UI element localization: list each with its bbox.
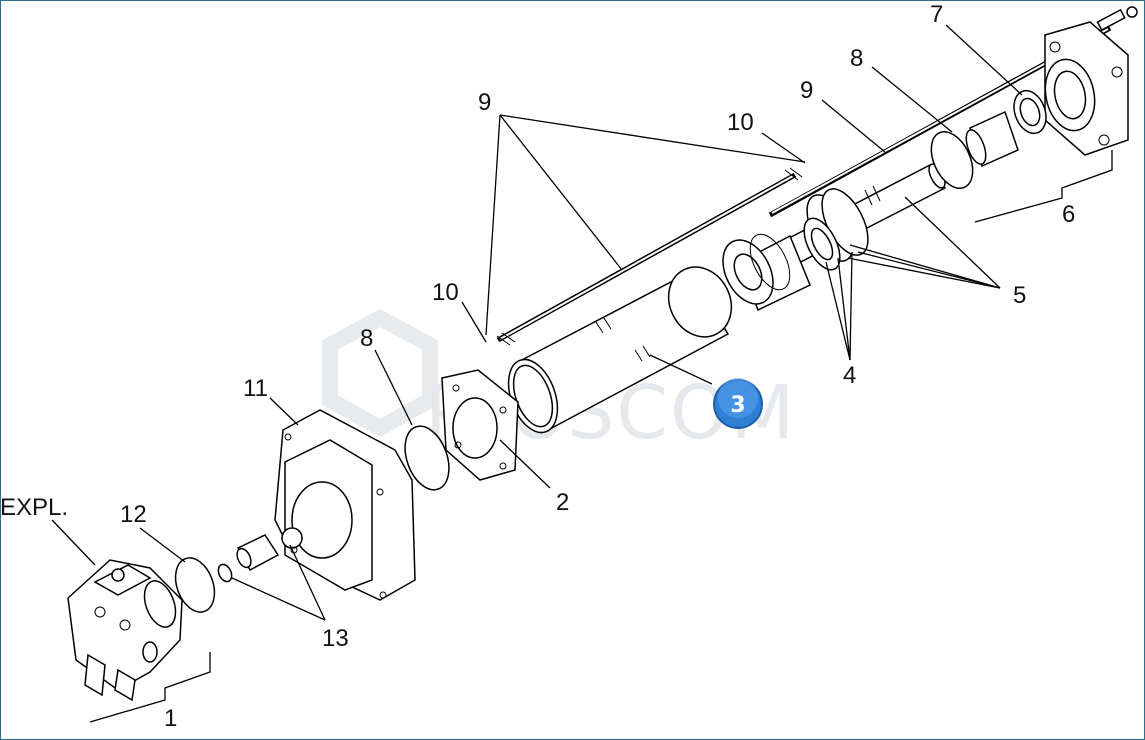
end-cap-housing (274, 409, 416, 601)
rear-cover (1044, 21, 1129, 156)
o-ring-right (930, 131, 974, 189)
group-brackets (89, 150, 1113, 723)
fitting (217, 534, 280, 583)
label-9-right: 9 (800, 77, 813, 104)
bushing (965, 110, 1019, 168)
seal-plate (441, 369, 519, 481)
label-5: 5 (1013, 282, 1026, 309)
bearing (1013, 89, 1047, 135)
label-8-left: 8 (360, 325, 373, 352)
part-3-badge-label: 3 (730, 393, 745, 418)
label-6: 6 (1062, 201, 1075, 228)
label-11: 11 (243, 375, 268, 402)
leader-lines (51, 24, 1023, 621)
tie-rod-lower (496, 167, 803, 346)
label-8-right: 8 (850, 45, 863, 72)
cylinder-barrel (507, 266, 733, 434)
label-1: 1 (164, 705, 177, 732)
callout-labels: EXPL. 1 2 4 5 6 7 8 8 9 9 10 10 11 12 13 (0, 1, 1075, 732)
o-ring-12 (174, 557, 216, 613)
label-4: 4 (843, 362, 856, 389)
part-3-badge[interactable]: 3 (713, 378, 763, 429)
label-7: 7 (930, 1, 943, 28)
label-2: 2 (556, 489, 569, 516)
piston (722, 233, 811, 312)
label-13: 13 (322, 625, 349, 652)
piston-seals (803, 188, 869, 271)
valve-block (67, 559, 183, 702)
o-ring-left (404, 425, 450, 491)
label-12: 12 (120, 501, 147, 528)
label-expl: EXPL. (0, 494, 68, 521)
label-10-left: 10 (432, 279, 459, 306)
label-9-top: 9 (478, 89, 491, 116)
label-10-right: 10 (727, 109, 754, 136)
